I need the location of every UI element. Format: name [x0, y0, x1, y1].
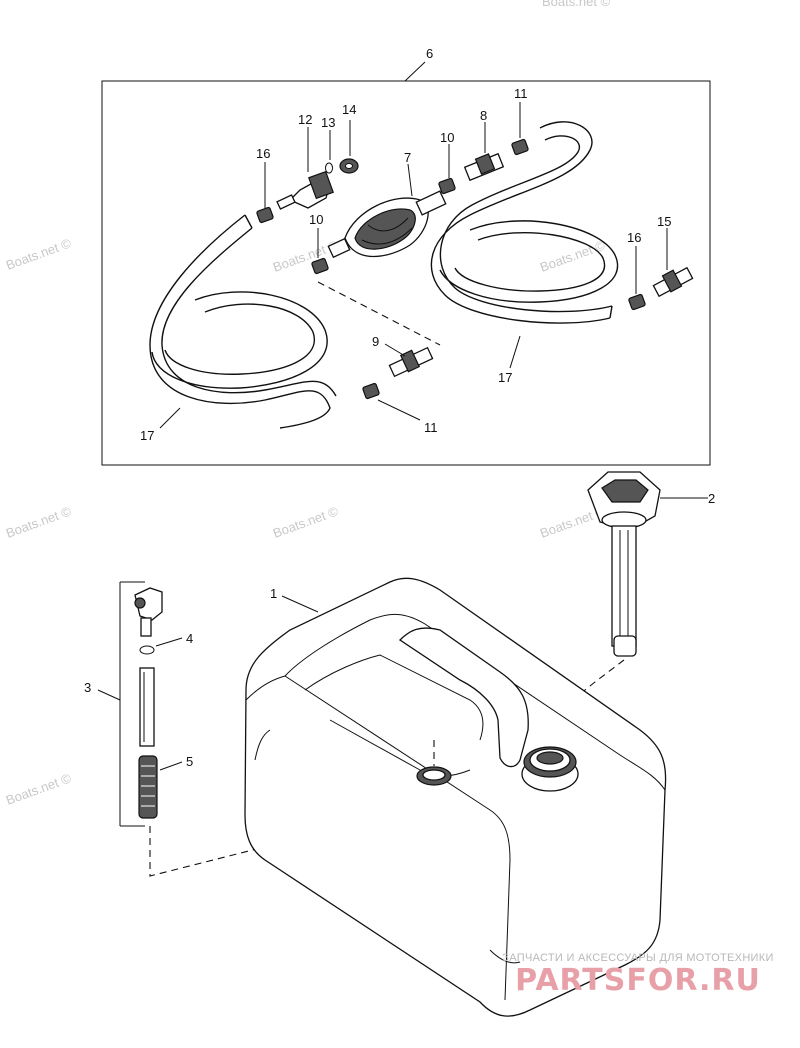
clamp-11-upper [511, 138, 529, 156]
partsfor-banner: ЗАПЧАСТИ И АКСЕССУАРЫ ДЛЯ МОТОТЕХНИКИ PA… [488, 952, 788, 998]
callout-10-upper: 10 [440, 130, 454, 145]
filter-screen-5 [138, 755, 158, 819]
callout-1: 1 [270, 586, 277, 601]
pickup-tube-assembly: 3 4 5 [84, 581, 441, 877]
leader-3 [97, 689, 121, 701]
callout-6: 6 [426, 46, 433, 61]
clamp-10-upper [438, 177, 456, 195]
assembly-line-2 [544, 659, 625, 729]
callout-11-upper: 11 [514, 86, 528, 101]
primer-bulb [327, 190, 447, 259]
clamp-10-lower [311, 257, 329, 275]
callout-7: 7 [404, 150, 411, 165]
callout-5: 5 [186, 754, 193, 769]
watermark: Boats.net © [271, 237, 341, 275]
check-valve-8 [463, 152, 505, 182]
fitting-15 [652, 266, 694, 298]
callout-9: 9 [372, 334, 379, 349]
callout-2: 2 [708, 491, 715, 506]
fitting-9 [388, 346, 434, 378]
callout-15: 15 [657, 214, 671, 229]
fuel-line-kit: 6 [101, 46, 711, 466]
hose-left [149, 214, 337, 429]
banner-subtitle: ЗАПЧАСТИ И АКСЕССУАРЫ ДЛЯ МОТОТЕХНИКИ [502, 952, 774, 964]
leader-6 [404, 61, 426, 82]
callout-16-left: 16 [256, 146, 270, 161]
callout-4: 4 [186, 631, 193, 646]
clamp-11-lower [362, 382, 380, 400]
callout-14: 14 [342, 102, 356, 117]
partsfor-logo: PARTSFOR.RU [515, 963, 761, 998]
leader-1 [281, 595, 319, 613]
watermark: Boats.net © [4, 503, 74, 541]
watermark: Boats.net © [271, 503, 341, 541]
clamp-16-left [256, 206, 274, 224]
callout-13: 13 [321, 115, 335, 130]
callout-3: 3 [84, 680, 91, 695]
pickup-tube [139, 667, 155, 747]
hose-right [430, 121, 619, 324]
callout-12: 12 [298, 112, 312, 127]
connector-12 [276, 170, 334, 210]
callout-16-right: 16 [627, 230, 641, 245]
kit-frame [101, 80, 711, 466]
callout-8: 8 [480, 108, 487, 123]
o-ring-13 [325, 162, 333, 174]
assembly-line-9 [317, 281, 441, 346]
clamp-16-right [628, 293, 646, 311]
callout-11-lower: 11 [424, 420, 438, 435]
watermark: Boats.net © [4, 770, 74, 808]
callout-17-left: 17 [140, 428, 154, 443]
watermark: Boats.net © [4, 235, 74, 273]
elbow-fitting [134, 587, 163, 621]
fuel-cap [521, 746, 579, 792]
watermark: Boats.net © [542, 0, 611, 9]
fuel-gauge: 2 [544, 471, 715, 729]
kit-leaders [159, 102, 668, 429]
callout-17-right: 17 [498, 370, 512, 385]
watermark: Boats.net © [538, 237, 608, 275]
o-ring-4 [139, 645, 155, 655]
washer-14 [339, 158, 359, 174]
callout-10-lower: 10 [309, 212, 323, 227]
fuel-tank: 1 [244, 577, 667, 1017]
